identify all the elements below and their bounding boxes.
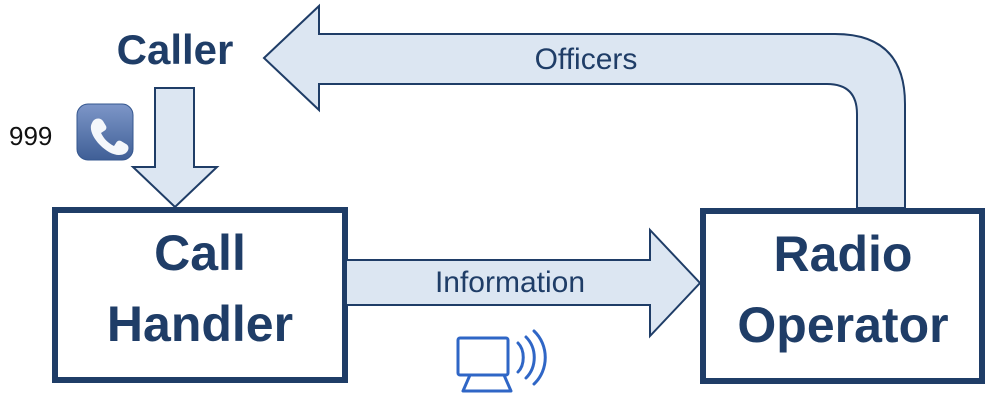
information-label: Information [435, 266, 585, 299]
caller-label: Caller [117, 26, 234, 73]
call-handler-line-2: Handler [107, 296, 293, 352]
officers-arrow [262, 3, 906, 209]
officers-label: Officers [535, 43, 638, 76]
computer-radio-icon [456, 329, 547, 393]
information-arrow [345, 227, 702, 339]
call-handler-line-1: Call [154, 225, 246, 281]
radio-operator-box [700, 208, 985, 384]
phone-icon [76, 103, 134, 161]
caller-to-call-handler-arrow [130, 87, 220, 209]
call-handler-box [52, 207, 348, 383]
emergency-number: 999 [9, 121, 52, 151]
radio-operator-line-1: Radio [774, 226, 913, 282]
radio-operator-line-2: Operator [737, 297, 948, 353]
